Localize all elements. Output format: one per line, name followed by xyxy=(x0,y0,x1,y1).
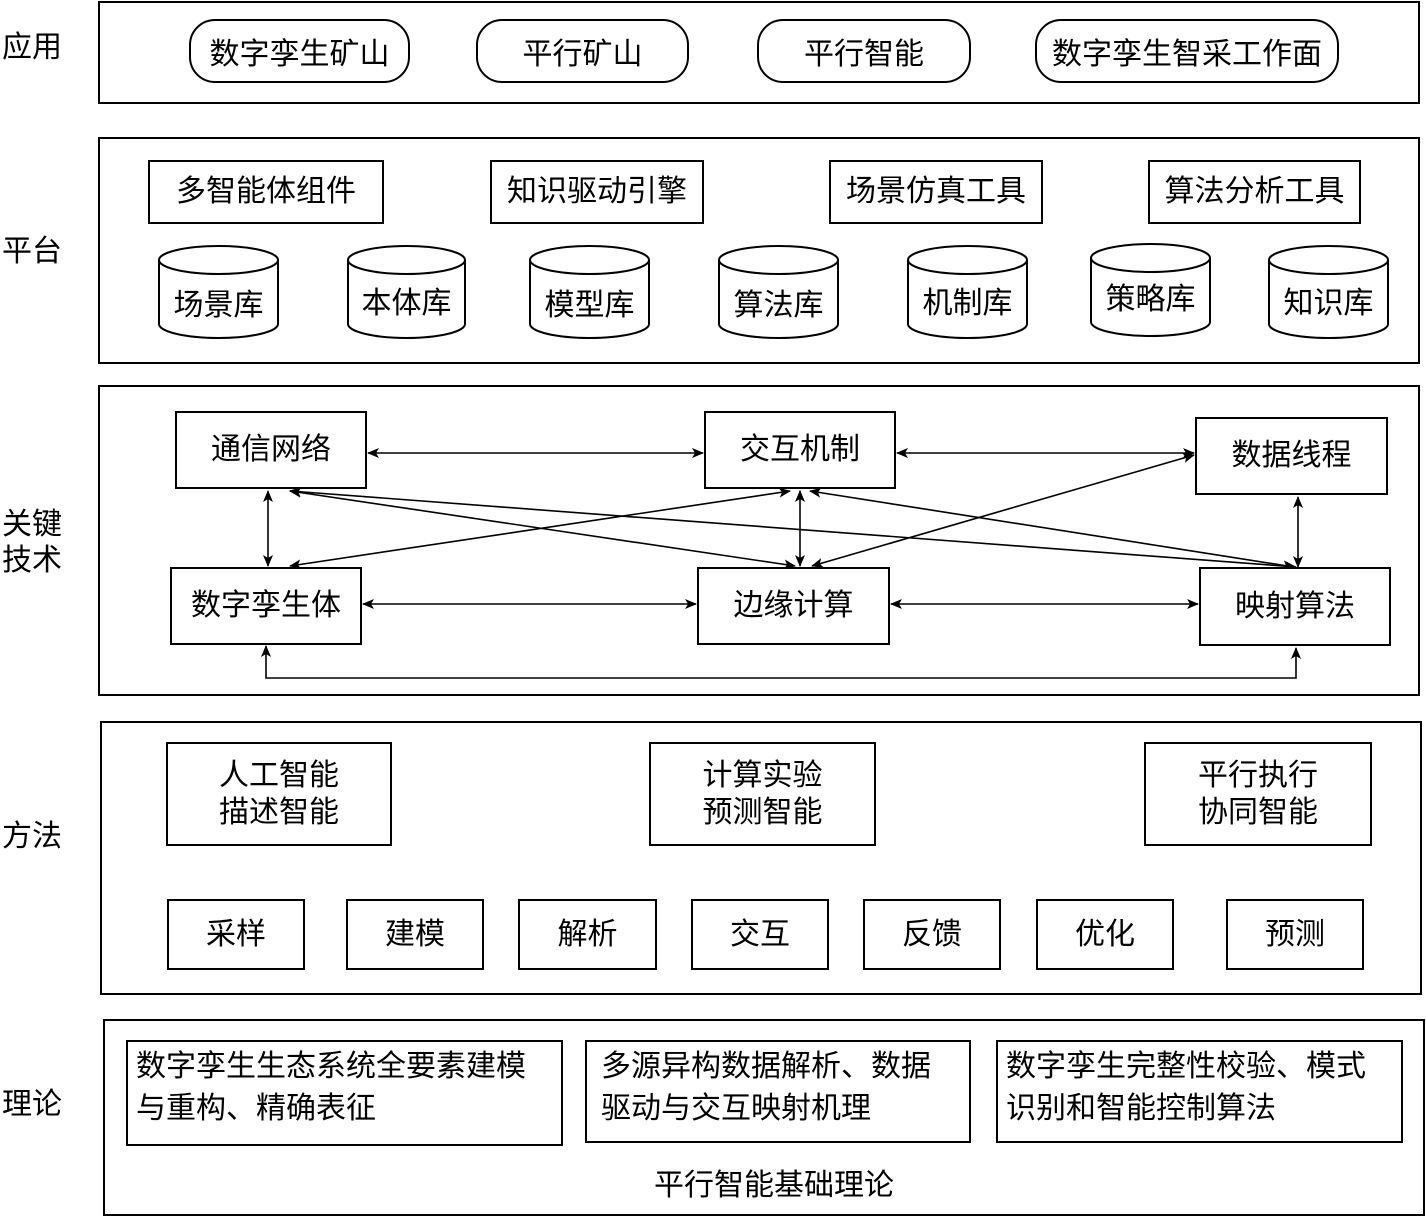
app-digital-twin-smart-face: 数字孪生智采工作面 xyxy=(1035,19,1339,83)
step-prediction: 预测 xyxy=(1226,899,1364,970)
layer-label-theory: 理论 xyxy=(2,1087,62,1122)
cylinder-icon xyxy=(907,245,1028,339)
theory-data-line1: 多源异构数据解析、数据 xyxy=(601,1049,931,1084)
method-ai-descriptive: 人工智能 描述智能 xyxy=(166,742,392,846)
node-interaction-mechanism: 交互机制 xyxy=(704,411,896,489)
layer-label-application: 应用 xyxy=(2,30,62,65)
method-execution-line1: 平行执行 xyxy=(1198,757,1318,793)
theory-verification-box: 数字孪生完整性校验、模式 识别和智能控制算法 xyxy=(996,1040,1403,1143)
layer-label-platform: 平台 xyxy=(2,234,62,269)
method-ai-line2: 描述智能 xyxy=(219,795,339,830)
app-digital-twin-mine: 数字孪生矿山 xyxy=(189,19,410,83)
library-model: 模型库 xyxy=(528,244,651,340)
layer-label-key-tech: 关键 技术 xyxy=(2,507,62,579)
library-mechanism-label: 机制库 xyxy=(922,286,1013,321)
library-strategy: 策略库 xyxy=(1089,242,1212,338)
node-communication-network: 通信网络 xyxy=(175,411,367,489)
library-algorithm-label: 算法库 xyxy=(733,288,824,323)
method-execution-line2: 协同智能 xyxy=(1198,795,1318,830)
cylinder-icon xyxy=(1268,245,1389,339)
method-execution-collaborative: 平行执行 协同智能 xyxy=(1144,742,1372,846)
theory-modeling-line2: 与重构、精确表征 xyxy=(136,1091,376,1126)
theory-data-box: 多源异构数据解析、数据 驱动与交互映射机理 xyxy=(585,1040,971,1143)
tool-knowledge-engine: 知识驱动引擎 xyxy=(490,160,704,224)
tool-scene-simulation: 场景仿真工具 xyxy=(829,160,1043,224)
step-modeling: 建模 xyxy=(346,899,484,970)
cylinder-icon xyxy=(529,245,650,339)
library-model-label: 模型库 xyxy=(544,288,635,323)
theory-modeling-line1: 数字孪生生态系统全要素建模 xyxy=(136,1049,526,1084)
step-optimization: 优化 xyxy=(1036,899,1174,970)
node-digital-twin: 数字孪生体 xyxy=(170,567,362,645)
method-experiment-line2: 预测智能 xyxy=(702,795,823,830)
app-parallel-intelligence: 平行智能 xyxy=(757,19,971,83)
library-algorithm: 算法库 xyxy=(717,244,840,340)
library-scene: 场景库 xyxy=(157,244,280,340)
cylinder-icon xyxy=(158,245,279,339)
method-ai-line1: 人工智能 xyxy=(219,757,339,793)
theory-modeling-box: 数字孪生生态系统全要素建模 与重构、精确表征 xyxy=(126,1040,563,1146)
cylinder-icon xyxy=(347,245,466,339)
library-strategy-label: 策略库 xyxy=(1105,282,1196,317)
step-feedback: 反馈 xyxy=(863,899,1001,970)
theory-verification-line2: 识别和智能控制算法 xyxy=(1006,1091,1276,1126)
method-experiment-line1: 计算实验 xyxy=(702,757,823,793)
layer-label-key-tech-line1: 关键 xyxy=(2,507,62,542)
library-mechanism: 机制库 xyxy=(906,244,1029,340)
node-mapping-algorithm: 映射算法 xyxy=(1199,567,1391,646)
layer-label-method: 方法 xyxy=(2,819,62,854)
method-experiment-predictive: 计算实验 预测智能 xyxy=(649,742,876,846)
theory-foundation-label: 平行智能基础理论 xyxy=(654,1168,894,1203)
theory-verification-line1: 数字孪生完整性校验、模式 xyxy=(1006,1049,1366,1084)
app-parallel-mine: 平行矿山 xyxy=(476,19,689,83)
tool-algorithm-analysis: 算法分析工具 xyxy=(1148,160,1361,224)
cylinder-icon xyxy=(1090,243,1211,337)
layer-label-key-tech-line2: 技术 xyxy=(2,543,62,578)
library-ontology-label: 本体库 xyxy=(361,286,452,321)
theory-data-line2: 驱动与交互映射机理 xyxy=(601,1091,871,1126)
library-knowledge: 知识库 xyxy=(1267,244,1390,340)
library-knowledge-label: 知识库 xyxy=(1283,286,1374,321)
library-scene-label: 场景库 xyxy=(173,288,264,323)
node-edge-computing: 边缘计算 xyxy=(697,567,890,645)
node-data-thread: 数据线程 xyxy=(1195,417,1388,495)
step-sampling: 采样 xyxy=(167,899,305,970)
step-interaction: 交互 xyxy=(691,899,829,970)
step-parsing: 解析 xyxy=(518,899,657,970)
tool-multi-agent: 多智能体组件 xyxy=(148,160,384,224)
cylinder-icon xyxy=(718,245,839,339)
library-ontology: 本体库 xyxy=(346,244,467,340)
